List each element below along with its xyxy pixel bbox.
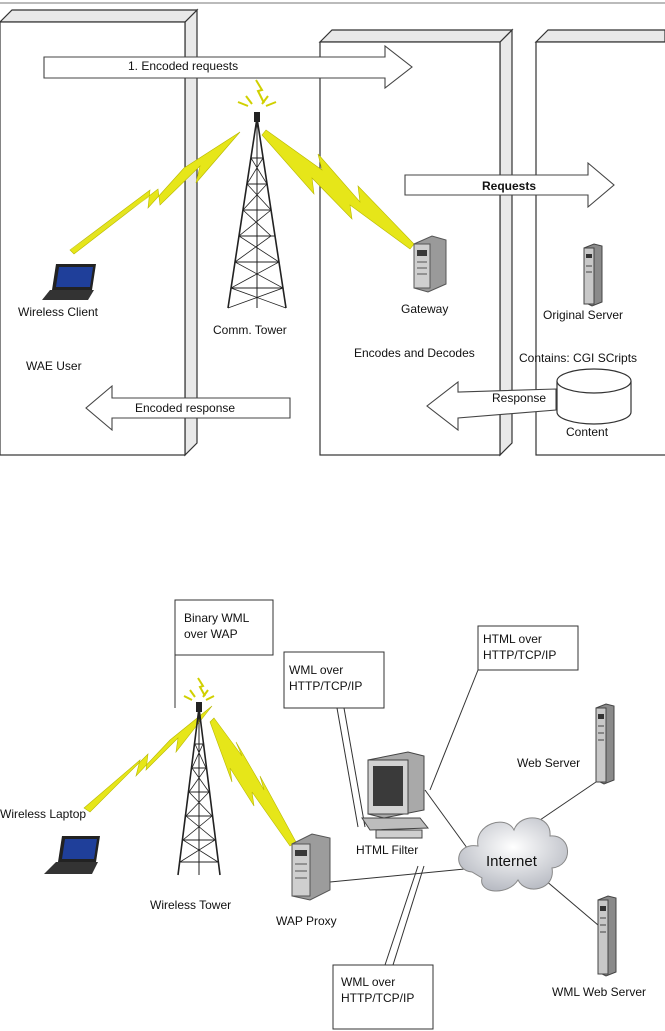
wireless-tower-label: Wireless Tower — [150, 898, 231, 912]
wml-web-server-icon — [597, 895, 617, 977]
html-over-callout — [477, 625, 579, 671]
response-arrow: Response — [426, 380, 557, 432]
gateway-server-icon — [413, 235, 447, 293]
requests-label: Requests — [482, 179, 536, 193]
comm-tower-label: Comm. Tower — [213, 323, 287, 337]
internet-label: Internet — [486, 853, 538, 870]
html-over-pointer — [429, 669, 479, 791]
wireless-client-laptop-icon — [42, 264, 96, 300]
contains-cgi-label: Contains: CGI SCripts — [519, 351, 637, 365]
wireless-tower-icon — [177, 677, 221, 876]
lightning-right-icon — [261, 129, 415, 250]
binary-wml-callout — [174, 599, 274, 656]
wml-over-bottom-callout — [332, 964, 434, 1030]
wml-over-top-line1: WML over — [289, 663, 343, 677]
wireless-client-label: Wireless Client — [18, 305, 99, 319]
wml-over-bottom-line2: HTTP/TCP/IP — [341, 991, 414, 1005]
binary-wml-line2: over WAP — [184, 627, 238, 641]
response-label: Response — [492, 391, 546, 405]
html-filter-computer-icon — [361, 751, 430, 839]
html-over-line2: HTTP/TCP/IP — [483, 648, 556, 662]
gateway-label: Gateway — [401, 302, 448, 316]
original-server-label: Original Server — [543, 308, 623, 322]
content-database-icon — [556, 368, 632, 425]
encoded-response-label: Encoded response — [135, 401, 235, 415]
original-server-icon — [583, 243, 603, 307]
encoded-response-arrow: Encoded response — [85, 384, 291, 432]
wireless-laptop-label: Wireless Laptop — [0, 807, 86, 821]
wae-user-label: WAE User — [26, 359, 82, 373]
lightning-laptop-icon — [83, 705, 213, 813]
top-diagram: 1. Encoded requests Requests Response En… — [0, 8, 665, 457]
wml-over-top-pointer — [336, 707, 359, 828]
content-label: Content — [566, 425, 609, 439]
wml-over-bottom-pointer — [384, 865, 419, 966]
encodes-decodes-label: Encodes and Decodes — [354, 346, 475, 360]
wml-over-bottom-line1: WML over — [341, 975, 395, 989]
bottom-diagram: Binary WML over WAP WML over HTTP/TCP/IP… — [0, 599, 646, 1030]
requests-arrow: Requests — [404, 161, 615, 209]
internet-cloud-icon — [458, 817, 568, 892]
lightning-left-icon — [69, 131, 241, 255]
encoded-requests-arrow: 1. Encoded requests — [43, 44, 413, 90]
panel-gateway — [318, 28, 514, 457]
comm-tower-icon — [227, 79, 287, 309]
wap-proxy-server-icon — [291, 833, 331, 901]
lightning-proxy-icon — [209, 717, 297, 847]
wap-proxy-label: WAP Proxy — [276, 914, 337, 928]
html-filter-label: HTML Filter — [356, 843, 418, 857]
encoded-requests-label: 1. Encoded requests — [128, 59, 238, 73]
html-over-line1: HTML over — [483, 632, 542, 646]
wireless-laptop-icon — [44, 836, 100, 874]
wml-over-top-callout — [283, 651, 385, 709]
binary-wml-line1: Binary WML — [184, 611, 250, 625]
wml-over-top-line2: HTTP/TCP/IP — [289, 679, 362, 693]
web-server-label: Web Server — [517, 756, 580, 770]
wml-web-server-label: WML Web Server — [552, 985, 646, 999]
web-server-icon — [595, 703, 615, 785]
